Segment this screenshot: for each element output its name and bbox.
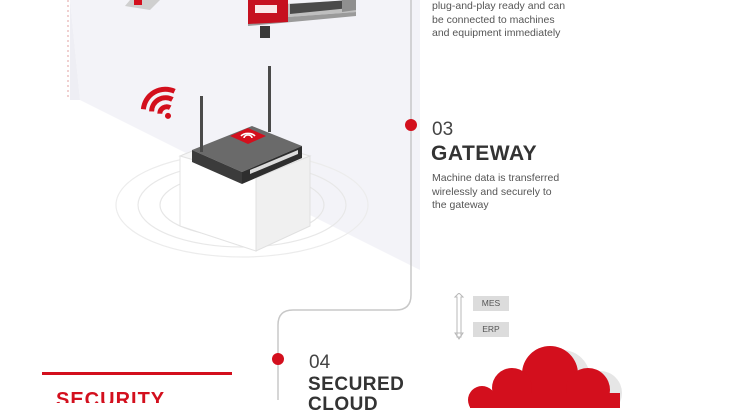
step-04-marker: [272, 353, 284, 365]
step-04-title-line-1: SECURED: [308, 374, 405, 395]
step-prev-description: plug-and-play ready and can be connected…: [432, 0, 565, 41]
step-04-number: 04: [309, 352, 331, 373]
step-03-line-3: the gateway: [432, 199, 489, 211]
security-section: SECURITY: [42, 372, 232, 403]
step-03-description: Machine data is transferred wirelessly a…: [432, 172, 559, 213]
step-prev-line-3: and equipment immediately: [432, 27, 561, 39]
step-03-line-1: Machine data is transferred: [432, 172, 560, 184]
step-03-marker: [405, 119, 417, 131]
gateway-router-icon: [178, 66, 312, 252]
step-prev-line-2: be connected to machines: [432, 13, 555, 26]
wifi-signal-icon: [140, 86, 176, 119]
step-03-number: 03: [432, 119, 454, 140]
step-03-line-2: wirelessly and securely to: [432, 185, 552, 198]
step-04-title-line-2: CLOUD: [308, 394, 379, 415]
step-03-title: GATEWAY: [431, 142, 538, 165]
step-prev-line-1: plug-and-play ready and can: [432, 0, 566, 12]
erp-label: ERP: [473, 322, 509, 337]
mes-label: MES: [473, 296, 509, 311]
conveyor-machine-icon: [125, 0, 356, 38]
security-label: SECURITY: [56, 389, 166, 403]
cloud-icon: [468, 346, 622, 408]
double-arrow-icon: [453, 293, 465, 340]
